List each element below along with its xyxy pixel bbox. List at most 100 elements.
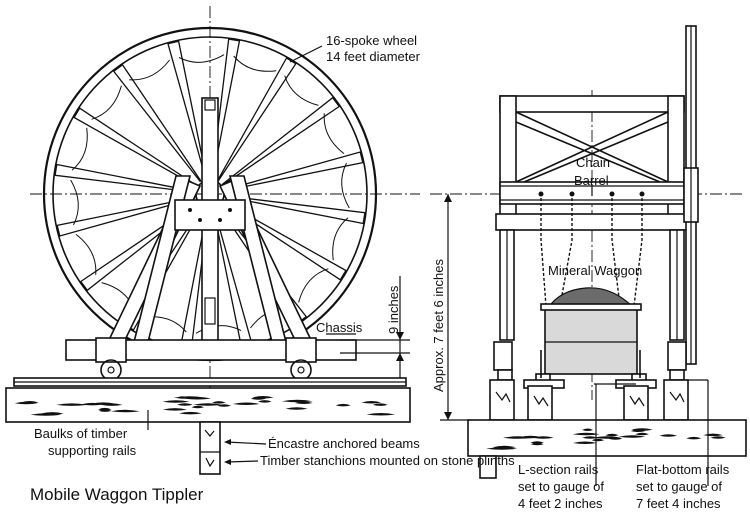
- bolt: [188, 208, 192, 212]
- chain-anchor: [538, 191, 544, 197]
- baulks-label-line1: Baulks of timber: [34, 426, 128, 441]
- wheel-rim-bracket: [195, 325, 242, 334]
- nine-inches-label: 9 inches: [386, 285, 401, 334]
- wheel-rim-bracket: [332, 217, 349, 261]
- bolt: [218, 218, 222, 222]
- post-cap: [204, 99, 216, 111]
- left-inner-chain: [559, 198, 573, 307]
- mineral-load: [546, 287, 636, 309]
- barrel-label: Barrel: [574, 173, 609, 188]
- wheel-label-line2: 14 feet diameter: [326, 49, 421, 64]
- dimension-arrowhead: [444, 412, 452, 420]
- grain-mark: [530, 442, 544, 446]
- wheel-rim-bracket: [129, 59, 170, 81]
- grain-mark: [232, 402, 260, 405]
- flat-bottom-label-line3: 7 feet 4 inches: [636, 496, 721, 511]
- grain-mark: [183, 397, 212, 400]
- side-timber-stanchion: [199, 421, 221, 475]
- left-axle-box: [95, 337, 127, 363]
- dimension-arrowhead: [396, 332, 404, 340]
- grain-mark: [212, 401, 226, 404]
- diagram-title: Mobile Waggon Tippler: [30, 485, 204, 504]
- left-chassis-wheel-hub: [107, 366, 115, 374]
- right-chassis-wheel-hub: [297, 366, 305, 374]
- grain-mark: [635, 432, 649, 436]
- post-slot: [204, 297, 216, 325]
- grain-mark: [110, 409, 140, 413]
- baulks-label-line2: supporting rails: [48, 443, 137, 458]
- mineral-waggon-body: [544, 307, 638, 375]
- axle-bearing-block: [174, 199, 246, 231]
- lower-frame-beam: [495, 213, 689, 231]
- l-section-label-line2: set to gauge of: [518, 479, 604, 494]
- a-frame-trestle: [106, 97, 314, 361]
- right-axle-box: [285, 337, 317, 363]
- grain-mark: [493, 446, 509, 450]
- right-inner-chain: [611, 198, 621, 307]
- grain-mark: [335, 403, 351, 407]
- end-elevation: [430, 25, 747, 486]
- chassis-label: Chassis: [316, 320, 363, 335]
- chain-anchor: [569, 191, 575, 197]
- stanchion-grain: [495, 391, 685, 407]
- chain-label: Chain: [576, 155, 610, 170]
- flat-bottom-rail-right: [669, 369, 685, 381]
- flat-bottom-label-line1: Flat-bottom rails: [636, 462, 730, 477]
- chain-anchor: [639, 191, 645, 197]
- grain-mark: [193, 403, 222, 406]
- grain-mark: [572, 432, 600, 436]
- flat-bottom-label-line2: set to gauge of: [636, 479, 722, 494]
- grain-mark: [572, 441, 598, 444]
- grain-mark: [250, 397, 266, 400]
- wheel-spoke: [112, 63, 202, 183]
- grain-mark: [257, 400, 272, 403]
- grain-mark: [605, 433, 619, 437]
- top-frame-beam: [499, 95, 685, 113]
- grain-mark: [710, 436, 726, 439]
- leader-arrowhead: [224, 459, 231, 465]
- wheel-rim-bracket: [341, 162, 350, 209]
- right-outer-rail-support: [667, 341, 687, 371]
- grain-mark: [162, 408, 188, 411]
- grain-mark: [90, 402, 116, 405]
- grain-mark: [659, 434, 678, 437]
- wheel-rim-bracket: [71, 127, 88, 171]
- wheel-rim-bracket: [298, 268, 329, 303]
- wheel-rim-bracket: [91, 85, 122, 120]
- grain-mark: [14, 401, 38, 405]
- wheel-rim-bracket: [178, 54, 225, 63]
- dimension-arrowhead: [396, 353, 404, 361]
- l-section-label-line1: L-section rails: [518, 462, 599, 477]
- wheel-rim-bracket: [70, 179, 79, 226]
- grain-mark: [41, 413, 57, 416]
- grain-mark: [366, 413, 396, 416]
- wheel-label-line1: 16-spoke wheel: [326, 33, 417, 48]
- bolt: [228, 208, 232, 212]
- timber-grain: [486, 428, 726, 450]
- right-chassis-wheel: [290, 359, 312, 381]
- grain-mark: [530, 441, 544, 444]
- chain-anchor: [609, 191, 615, 197]
- grain-mark: [285, 407, 308, 410]
- wheel-rim-bracket: [75, 234, 97, 275]
- grain-mark: [618, 435, 646, 438]
- grain-mark: [582, 436, 598, 439]
- grain-mark: [582, 428, 594, 431]
- chassis-beam: [65, 339, 357, 361]
- wheel-rim-bracket: [284, 75, 319, 106]
- stanchions-label-leader: [225, 460, 259, 463]
- stanchion-grain: [204, 429, 215, 468]
- frame-cross-brace: [515, 121, 661, 183]
- bolt: [198, 218, 202, 222]
- grain-mark: [591, 438, 605, 442]
- grain-mark: [179, 411, 202, 415]
- grain-mark: [372, 403, 388, 406]
- end-stanchion-stub: [479, 455, 497, 479]
- dimension-arrowhead: [444, 194, 452, 202]
- left-chassis-wheel: [100, 359, 122, 381]
- encastre-label: Éncastre anchored beams: [268, 436, 420, 451]
- stanchions-label: Timber stanchions mounted on stone plint…: [260, 453, 515, 468]
- timber-grain: [14, 396, 396, 416]
- wheel-rim-bracket: [233, 55, 277, 72]
- grain-mark: [281, 399, 313, 403]
